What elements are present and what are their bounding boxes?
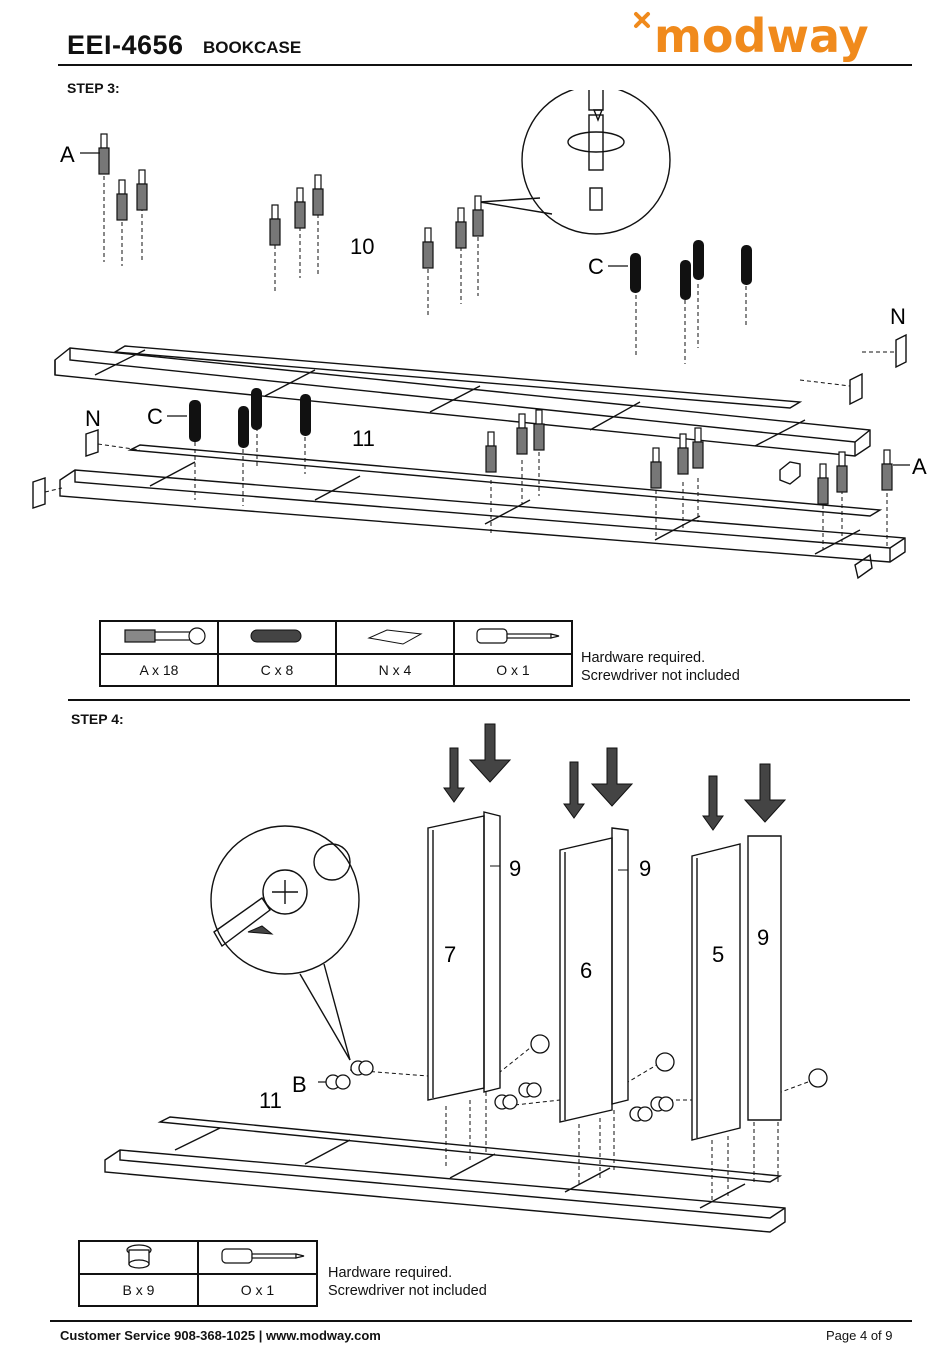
customer-service: Customer Service 908-368-1025 | www.modw… <box>60 1328 381 1343</box>
frame-10 <box>55 346 870 484</box>
page-number: Page 4 of 9 <box>826 1328 893 1343</box>
label-a-left: A <box>60 142 75 167</box>
pad-n-top <box>896 335 906 367</box>
base-frame-11 <box>105 1117 785 1232</box>
hw-o2-cell <box>198 1241 317 1274</box>
pad-icon <box>365 624 425 648</box>
hw-a-label: A x 18 <box>100 654 218 686</box>
label-side-9c: 9 <box>757 925 769 950</box>
step4-hardware-table: B x 9 O x 1 <box>78 1240 318 1307</box>
label-n-bottom: N <box>85 406 101 431</box>
step3-hardware-note: Hardware required. Screwdriver not inclu… <box>581 649 740 685</box>
hw-o-label: O x 1 <box>454 654 572 686</box>
down-arrows <box>248 724 785 934</box>
cam-locks <box>326 1035 827 1121</box>
step4-note-line2: Screwdriver not included <box>328 1282 487 1300</box>
model-number: EEI-4656 <box>67 30 184 61</box>
step3-diagram: A 10 C N N C 11 A <box>0 90 950 590</box>
pad-n-left <box>33 478 45 508</box>
hw-o-cell <box>454 621 572 654</box>
hw-a-cell <box>100 621 218 654</box>
panel-6 <box>560 828 628 1122</box>
label-side-9b: 9 <box>639 856 651 881</box>
label-side-9a: 9 <box>509 856 521 881</box>
step3-note-line1: Hardware required. <box>581 649 740 667</box>
dowel-icon <box>247 624 307 648</box>
panel-7 <box>428 812 500 1100</box>
brand-wordmark: modway <box>654 9 869 63</box>
hw-n-label: N x 4 <box>336 654 454 686</box>
screwdriver-icon <box>208 1244 308 1268</box>
hw-c-cell <box>218 621 336 654</box>
hw-b-cell <box>79 1241 198 1274</box>
panel-5 <box>692 836 781 1140</box>
hw-o2-label: O x 1 <box>198 1274 317 1306</box>
hw-n-cell <box>336 621 454 654</box>
screwdriver-icon <box>463 624 563 648</box>
brand-logo: modway <box>632 4 872 68</box>
label-cam-b: B <box>292 1072 307 1097</box>
cam-lock-icon <box>119 1242 159 1270</box>
label-panel-7: 7 <box>444 942 456 967</box>
label-part-10: 10 <box>350 234 374 259</box>
cam-bolt-icon <box>111 624 207 648</box>
header-rule <box>58 64 912 66</box>
cam-bolts <box>99 134 892 504</box>
label-panel-5: 5 <box>712 942 724 967</box>
label-panel-6: 6 <box>580 958 592 983</box>
footer-rule <box>50 1320 912 1322</box>
detail-magnifier-2 <box>211 826 359 1060</box>
hw-b-label: B x 9 <box>79 1274 198 1306</box>
step-divider <box>68 699 910 701</box>
label-base-11: 11 <box>259 1088 282 1113</box>
detail-magnifier <box>480 90 670 234</box>
hw-c-label: C x 8 <box>218 654 336 686</box>
product-name: BOOKCASE <box>203 38 301 58</box>
pad-n-bottom <box>86 430 98 456</box>
step3-hardware-table: A x 18 C x 8 N x 4 O x 1 <box>99 620 573 687</box>
step4-note-line1: Hardware required. <box>328 1264 487 1282</box>
label-part-11: 11 <box>352 426 375 451</box>
label-c-bottom: C <box>147 404 163 429</box>
label-c-top: C <box>588 254 604 279</box>
pad-n-right <box>850 374 862 404</box>
step3-note-line2: Screwdriver not included <box>581 667 740 685</box>
label-a-right: A <box>912 454 927 479</box>
step4-diagram: 7 6 5 9 9 9 11 B <box>0 720 950 1240</box>
step4-hardware-note: Hardware required. Screwdriver not inclu… <box>328 1264 487 1300</box>
label-n-top: N <box>890 304 906 329</box>
frame-11 <box>60 445 905 578</box>
